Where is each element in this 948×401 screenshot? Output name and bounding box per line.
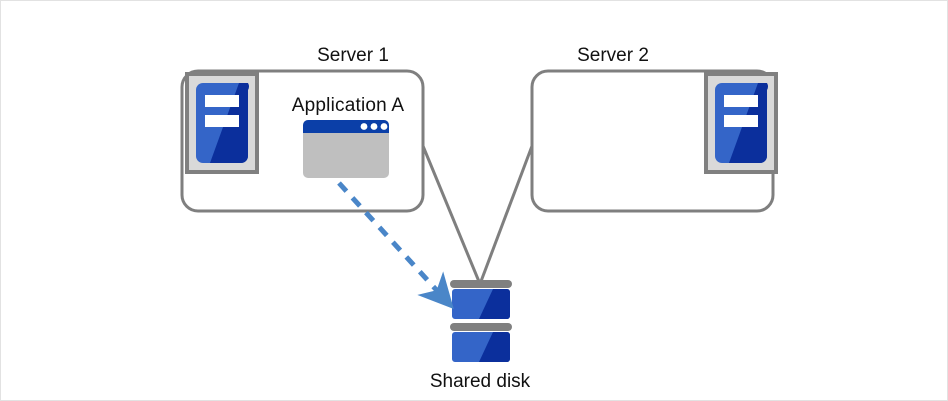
application-a-node[interactable]: Application A xyxy=(292,95,405,178)
server-1-node[interactable]: Server 1 Application A xyxy=(180,45,425,213)
window-dot-1 xyxy=(360,123,368,130)
window-titlebar xyxy=(303,120,389,133)
server-icon-bar-bottom xyxy=(724,115,758,127)
connector-group xyxy=(421,145,534,285)
server-1-icon xyxy=(185,72,259,174)
server-icon-tower xyxy=(715,83,768,163)
disk-bar-bottom xyxy=(450,323,512,331)
server-2-label: Server 2 xyxy=(577,45,649,66)
window-dot-3 xyxy=(380,123,388,130)
server-icon-tower xyxy=(196,83,249,163)
shared-disk-node[interactable]: Shared disk xyxy=(430,280,531,392)
server-icon-bar-bottom xyxy=(205,115,239,127)
server-1-label: Server 1 xyxy=(317,45,389,66)
application-window-icon xyxy=(303,120,389,178)
server-icon-bar-top xyxy=(205,95,239,107)
connector-server-1-to-disk xyxy=(421,145,482,285)
disk-block-top xyxy=(452,289,510,319)
disk-bar-top xyxy=(450,280,512,288)
server-2-icon xyxy=(704,72,778,174)
window-body xyxy=(303,120,389,178)
shared-disk-label: Shared disk xyxy=(430,371,531,392)
server-icon-bar-top xyxy=(724,95,758,107)
server-2-node[interactable]: Server 2 xyxy=(530,45,778,213)
connector-server-2-to-disk xyxy=(478,145,534,285)
window-dot-2 xyxy=(370,123,378,130)
application-a-label: Application A xyxy=(292,95,405,116)
application-a-to-disk-arrow xyxy=(337,181,454,310)
dashed-arrow-line xyxy=(337,181,454,310)
disk-block-bottom xyxy=(452,332,510,362)
